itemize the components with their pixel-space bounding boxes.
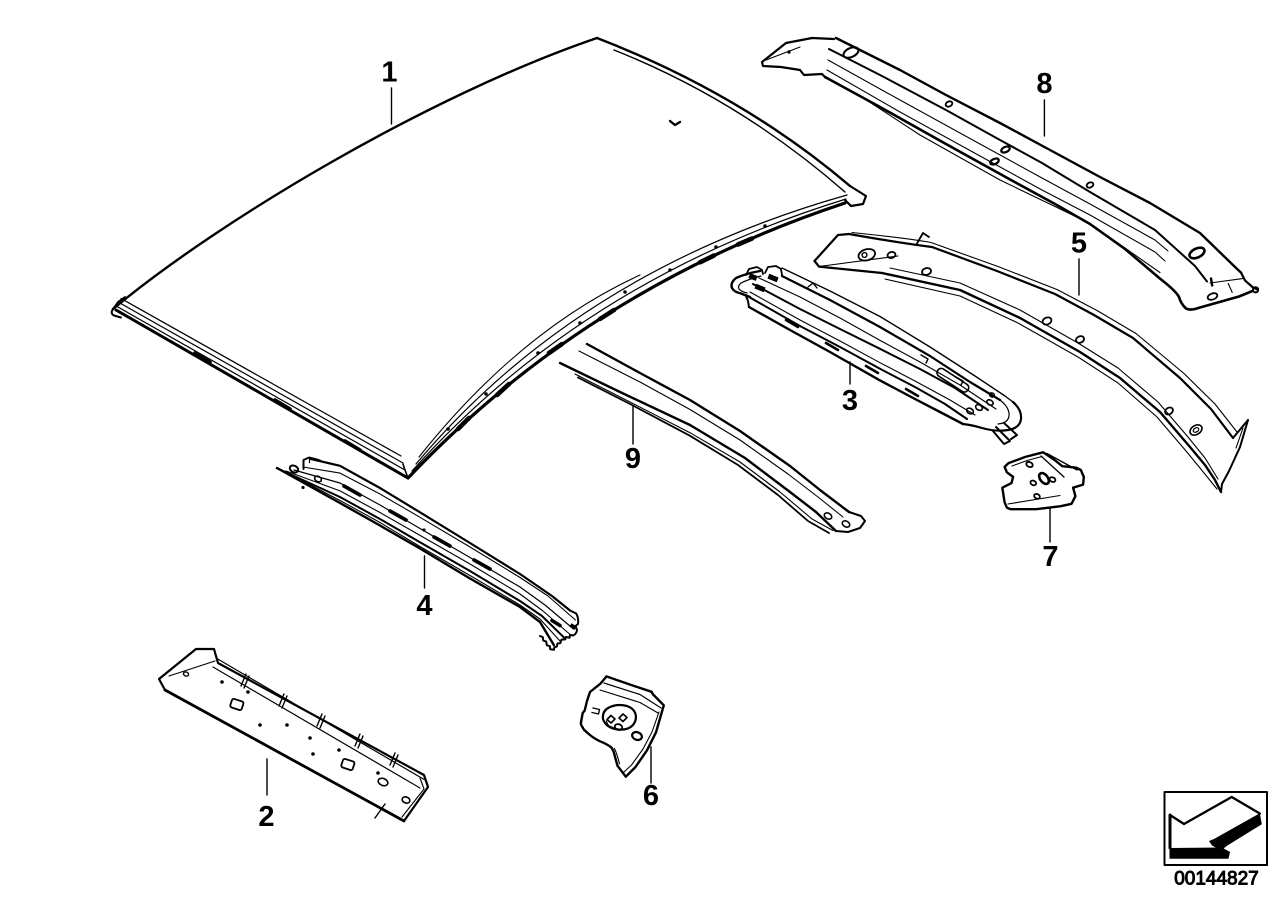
svg-text:8: 8 [1036,68,1052,100]
svg-text:3: 3 [842,385,858,417]
svg-text:6: 6 [643,780,659,812]
svg-text:9: 9 [625,443,641,475]
svg-text:7: 7 [1042,541,1058,573]
svg-text:00144827: 00144827 [1174,869,1259,890]
svg-text:4: 4 [416,590,432,622]
svg-text:1: 1 [381,57,397,89]
svg-text:5: 5 [1071,228,1087,260]
svg-text:2: 2 [258,801,274,833]
